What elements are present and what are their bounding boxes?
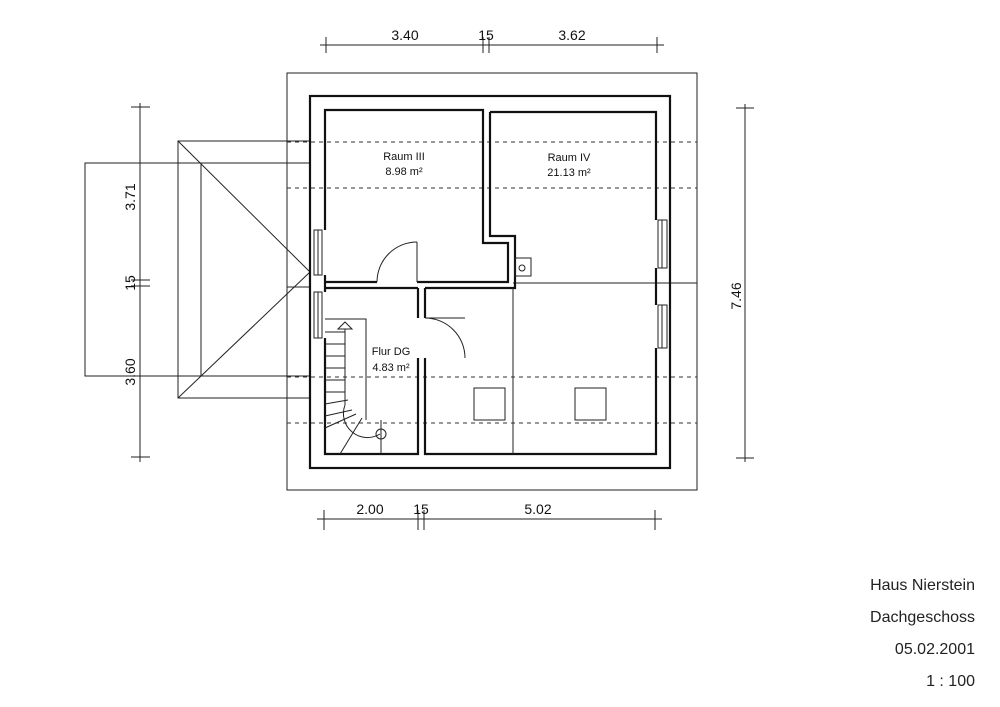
svg-text:3.62: 3.62 [558, 27, 585, 43]
svg-text:2.00: 2.00 [356, 501, 383, 517]
room-name-raum-iii: Raum III [383, 151, 425, 163]
skylight [574, 387, 607, 421]
raum-iii-wall [323, 108, 510, 284]
door-lower-room [424, 317, 466, 359]
exterior-wall-outer [308, 94, 672, 470]
dimension-top: 3.40 15 3.62 [320, 27, 664, 53]
flur-wall [323, 338, 420, 456]
project-name: Haus Nierstein [870, 577, 975, 594]
dimension-bottom: 2.00 15 5.02 [317, 501, 662, 530]
svg-text:3.71: 3.71 [122, 183, 138, 210]
gable-dormer [84, 140, 311, 399]
room-area-raum-iv: 21.13 m² [547, 167, 591, 179]
staircase [324, 318, 387, 455]
svg-text:3.40: 3.40 [391, 27, 418, 43]
svg-text:7.46: 7.46 [728, 282, 744, 309]
chimney [514, 257, 532, 277]
svg-text:15: 15 [478, 27, 494, 43]
svg-text:3.60: 3.60 [122, 358, 138, 385]
room-area-raum-iii: 8.98 m² [385, 166, 423, 178]
svg-text:15: 15 [122, 275, 138, 291]
dimension-left: 3.71 15 3.60 [122, 103, 150, 462]
room-name-flur-dg: Flur DG [372, 346, 411, 358]
roof-outline [286, 72, 698, 491]
door-raum-iii [376, 241, 418, 283]
svg-text:15: 15 [413, 501, 429, 517]
dimension-right: 7.46 [728, 104, 754, 462]
skylight [473, 387, 506, 421]
floor-name: Dachgeschoss [870, 609, 975, 626]
raum-iv-wall [490, 110, 658, 220]
roof-dashed-lines [287, 141, 697, 424]
windows [313, 219, 668, 349]
plan-date: 05.02.2001 [894, 641, 975, 658]
room-name-raum-iv: Raum IV [548, 152, 591, 164]
plan-scale: 1 : 100 [926, 673, 975, 690]
svg-text:5.02: 5.02 [524, 501, 551, 517]
room-area-flur-dg: 4.83 m² [372, 362, 410, 374]
